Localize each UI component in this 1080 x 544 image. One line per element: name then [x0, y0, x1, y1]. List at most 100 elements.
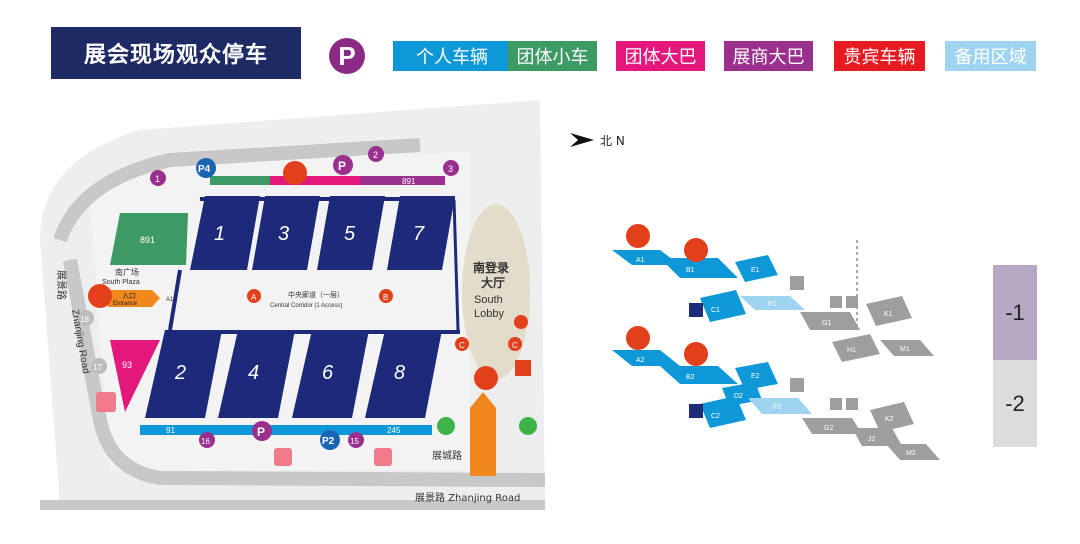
entrance-west-en: Entrance: [113, 301, 138, 307]
zone-e2: [735, 362, 778, 390]
elevator-icon: [790, 378, 804, 392]
marker-p4-label: P4: [198, 164, 211, 175]
hall-4-label: 4: [248, 362, 259, 384]
hall-7: [387, 196, 455, 270]
marker-a: [247, 289, 261, 303]
legend-vip-vehicle: 贵宾车辆: [834, 41, 925, 71]
zone-g1: [800, 312, 860, 330]
corridor-cn: 中央廊道（一层）: [288, 290, 344, 299]
taxi-icon: [274, 448, 292, 466]
zone-k1-label: K1: [884, 311, 893, 318]
zone-a2-label: A2: [636, 357, 645, 364]
first-aid-icon: [515, 360, 531, 376]
marker-17-label: 17: [93, 363, 102, 372]
marker-p2-label: P2: [322, 436, 335, 447]
zone-h1: [832, 334, 880, 362]
zone-g2-label: G2: [824, 425, 833, 432]
zone-e1-label: E1: [751, 267, 760, 274]
marker-p2: [320, 430, 340, 450]
escalator-icon: [830, 398, 842, 410]
marker-c-left: [455, 337, 469, 351]
group-people-icon: [88, 284, 112, 308]
zone-c1-label: C1: [711, 307, 720, 314]
elevator-icon: [689, 303, 703, 317]
zone-g1-label: G1: [822, 320, 831, 327]
zone-b1: [660, 258, 738, 278]
hall-7-label: 7: [413, 223, 425, 245]
lot-245-label: 245: [387, 426, 401, 435]
marker-2-label: 2: [373, 150, 378, 160]
hall-1: [190, 196, 260, 270]
entrance-west-cn: 入口: [122, 292, 136, 300]
hall-2: [145, 330, 222, 418]
level-minus-1: -1: [993, 265, 1037, 360]
lobby-en-1: South: [474, 294, 503, 306]
marker-1: [150, 170, 166, 186]
lot-891-left-label: 891: [140, 235, 155, 245]
lot-91-label: 91: [166, 426, 175, 435]
zone-j2-label: J2: [868, 436, 876, 443]
hall-6-label: 6: [322, 362, 334, 384]
legend-group-bus: 团体大巴: [616, 41, 705, 71]
legend-reserve-area: 备用区域: [945, 41, 1036, 71]
group-people-icon: [474, 366, 498, 390]
lot-891-top-label: 891: [402, 177, 416, 186]
road-zhanjing-bottom: 展景路 Zhanjing Road: [415, 491, 520, 504]
hall-3: [252, 196, 320, 270]
group-people-icon: [283, 161, 307, 185]
escalator-icon: [830, 296, 842, 308]
marker-15-label: 15: [350, 437, 359, 446]
hall-5-label: 5: [344, 223, 356, 245]
south-plaza-en: South Plaza: [102, 279, 140, 286]
zone-a1-label: A1: [636, 257, 645, 264]
hall-5: [317, 196, 385, 270]
marker-18: [78, 310, 94, 326]
level-minus-2: -2: [993, 360, 1037, 447]
zone-m2: [886, 444, 940, 460]
elevator-icon: [846, 296, 858, 308]
marker-1-label: 1: [155, 174, 160, 184]
marker-16-label: 16: [201, 437, 210, 446]
zone-f1: [740, 296, 805, 310]
zone-a2: [612, 350, 680, 366]
marker-15: [348, 432, 364, 448]
zone-f1-label: F1: [768, 301, 776, 308]
zone-k2: [870, 402, 914, 432]
marker-16: [199, 432, 215, 448]
zone-j2: [852, 428, 902, 446]
parking-icon: P: [329, 38, 365, 74]
marker-18-label: 18: [80, 315, 89, 324]
zone-c1: [700, 290, 746, 322]
legend-group-car: 团体小车: [508, 41, 597, 71]
road-zhanjing-left-cn: 展景路: [55, 270, 68, 300]
zone-f2-label: F2: [773, 404, 781, 411]
south-plaza-cn: 南广场: [115, 267, 139, 277]
zone-d2-label: D2: [734, 393, 743, 400]
entrance-south-arrow: [470, 392, 496, 476]
zone-k2-label: K2: [885, 416, 894, 423]
zone-b1-label: B1: [686, 267, 695, 274]
entrance-west-arrow: [108, 290, 160, 307]
marker-p-bottom: [252, 421, 272, 441]
elevator-icon: [846, 398, 858, 410]
taxi-icon: [96, 392, 116, 412]
zone-k1: [866, 296, 912, 326]
marker-17: [91, 358, 107, 374]
marker-3: [443, 160, 459, 176]
zone-e1: [735, 255, 778, 282]
south-lobby: [462, 204, 530, 380]
road-zhancheng: 展城路: [432, 449, 462, 462]
hall-4: [218, 330, 295, 418]
legend-personal-vehicle: 个人车辆: [393, 41, 511, 71]
marker-p-bottom-label: P: [257, 425, 265, 439]
hall-3-label: 3: [278, 223, 289, 245]
bus-icon: [374, 448, 392, 466]
entrance-code: A1: [166, 297, 174, 303]
zone-m2-label: M2: [906, 450, 916, 457]
legend-exhibitor-bus: 展商大巴: [724, 41, 813, 71]
zone-a1: [612, 250, 680, 265]
zone-f2: [748, 398, 812, 414]
group-people-icon: [626, 326, 650, 350]
hall-1-label: 1: [214, 223, 225, 245]
